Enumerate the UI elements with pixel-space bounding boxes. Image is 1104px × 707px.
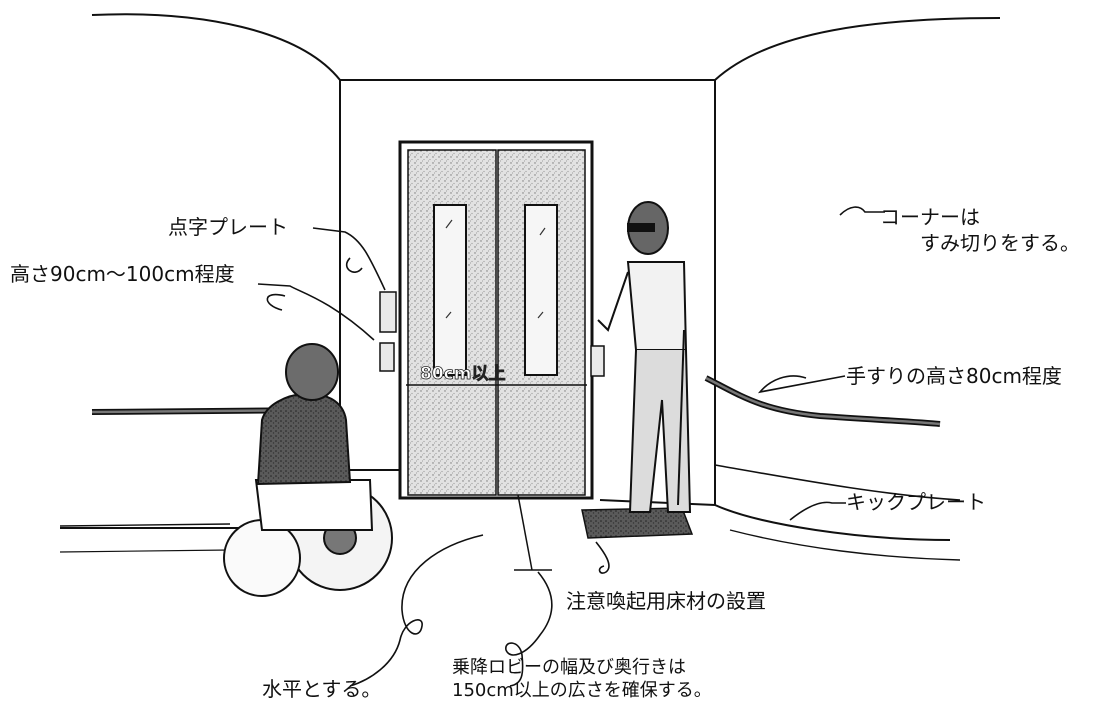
glass-glint xyxy=(445,219,546,319)
label-braille-plate: 点字プレート xyxy=(168,215,288,239)
person-torso xyxy=(626,261,688,351)
person-arm xyxy=(597,271,629,332)
wheelchair-user-body xyxy=(256,392,352,486)
leader-handrail xyxy=(757,375,846,394)
braille-plate xyxy=(379,291,397,333)
kickplate-left xyxy=(59,523,231,527)
leader-mat xyxy=(595,541,610,574)
label-handrail-height: 手すりの高さ80cm程度 xyxy=(846,364,1062,388)
call-button-right xyxy=(590,345,605,377)
leader-level xyxy=(349,534,484,687)
ceiling-right-curve xyxy=(714,17,1001,81)
leader-height xyxy=(257,283,375,341)
label-height-range: 高さ90cm〜100cm程度 xyxy=(10,262,235,286)
label-warning-floor: 注意喚起用床材の設置 xyxy=(566,589,766,613)
label-kick-plate: キックプレート xyxy=(846,490,986,514)
label-lobby-line2: 150cm以上の広さを確保する。 xyxy=(452,680,712,701)
elevator-door xyxy=(398,140,594,500)
door-window-right xyxy=(524,204,558,376)
floor-back-edge-right xyxy=(599,499,716,506)
label-lobby-line1: 乗降ロビーの幅及び奥行きは xyxy=(452,657,686,678)
ceiling-left-curve xyxy=(91,13,341,81)
leader-braille xyxy=(312,227,386,291)
label-level-floor: 水平とする。 xyxy=(262,677,382,701)
wheelchair-front-wheel xyxy=(223,519,301,597)
label-corner-line2: すみ切りをする。 xyxy=(920,231,1080,255)
call-panels xyxy=(379,291,605,377)
leader-lines xyxy=(257,206,885,687)
label-corner-line1: コーナーは xyxy=(880,205,980,229)
standing-person-figure xyxy=(597,201,692,513)
person-legs xyxy=(628,349,692,513)
wheelchair-frame xyxy=(254,479,374,531)
door-window-left xyxy=(433,204,467,376)
kickplate-left-lower xyxy=(59,549,231,553)
leader-corner xyxy=(839,206,885,216)
label-door-width: 80cm以上 xyxy=(420,364,506,385)
kickplate-right xyxy=(714,464,961,501)
wheelchair-user-figure xyxy=(223,343,393,597)
wall-base-right xyxy=(714,504,951,541)
person-glasses xyxy=(627,223,655,232)
handrail-right-inner xyxy=(705,376,941,426)
white-cane xyxy=(677,329,685,506)
kickplate-right-lower xyxy=(729,529,961,561)
leader-kick xyxy=(789,501,846,521)
leader-lobby xyxy=(505,571,553,687)
call-button-left xyxy=(379,342,395,372)
wheelchair-user-head xyxy=(285,343,339,401)
lobby-dimension-marker xyxy=(514,494,552,571)
